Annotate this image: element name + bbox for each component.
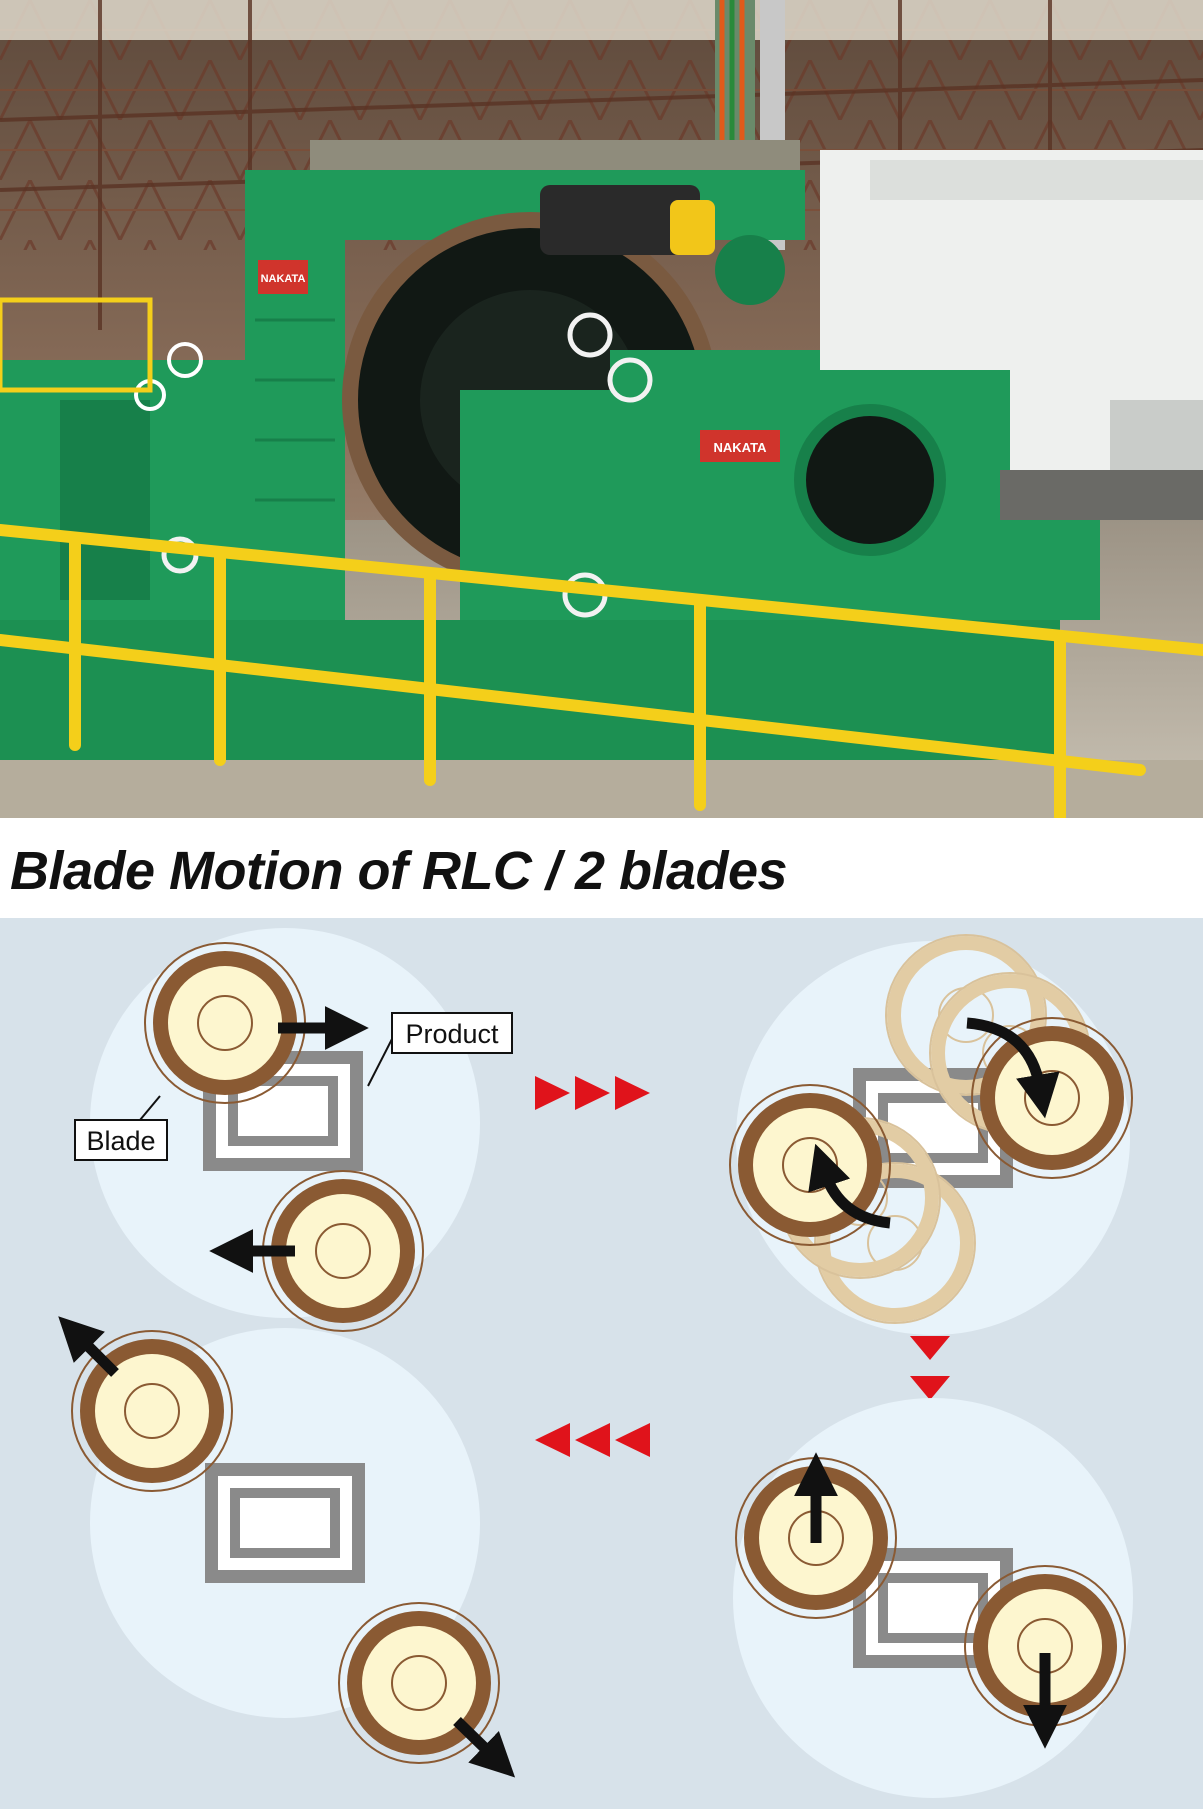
- product-label: Product: [405, 1019, 499, 1049]
- nakata-sign-1: [258, 260, 308, 294]
- stage-2: [729, 935, 1133, 1335]
- flow-arrows-right: [535, 1076, 650, 1110]
- stage-4: [58, 1316, 516, 1778]
- product-callout-line: [367, 1038, 393, 1087]
- page-title: Blade Motion of RLC / 2 blades: [10, 841, 788, 901]
- upper-blade: [971, 1017, 1133, 1179]
- stage-3: [733, 1398, 1133, 1798]
- blade-motion-diagram: Product Blade: [0, 918, 1203, 1809]
- product-shape: [205, 1463, 365, 1583]
- machine-photo: NAKATA NAKATA: [0, 0, 1203, 818]
- arrow-curved-down-icon: [966, 1017, 1060, 1119]
- arrow-up-left-icon: [58, 1316, 119, 1377]
- flow-arrows-left: [535, 1423, 650, 1457]
- nakata-sign-1-text: NAKATA: [261, 273, 306, 285]
- blade-callout-line: [139, 1095, 161, 1121]
- nakata-sign-2: [700, 430, 780, 462]
- arrow-down-right-icon: [453, 1717, 516, 1778]
- nakata-sign-2-text: NAKATA: [714, 440, 768, 455]
- blade-callout-box: [74, 1119, 168, 1161]
- blade-label: Blade: [86, 1126, 155, 1156]
- stage-1: Product Blade: [74, 928, 513, 1332]
- arrow-curved-up-icon: [808, 1143, 891, 1229]
- product-callout-box: [391, 1012, 513, 1054]
